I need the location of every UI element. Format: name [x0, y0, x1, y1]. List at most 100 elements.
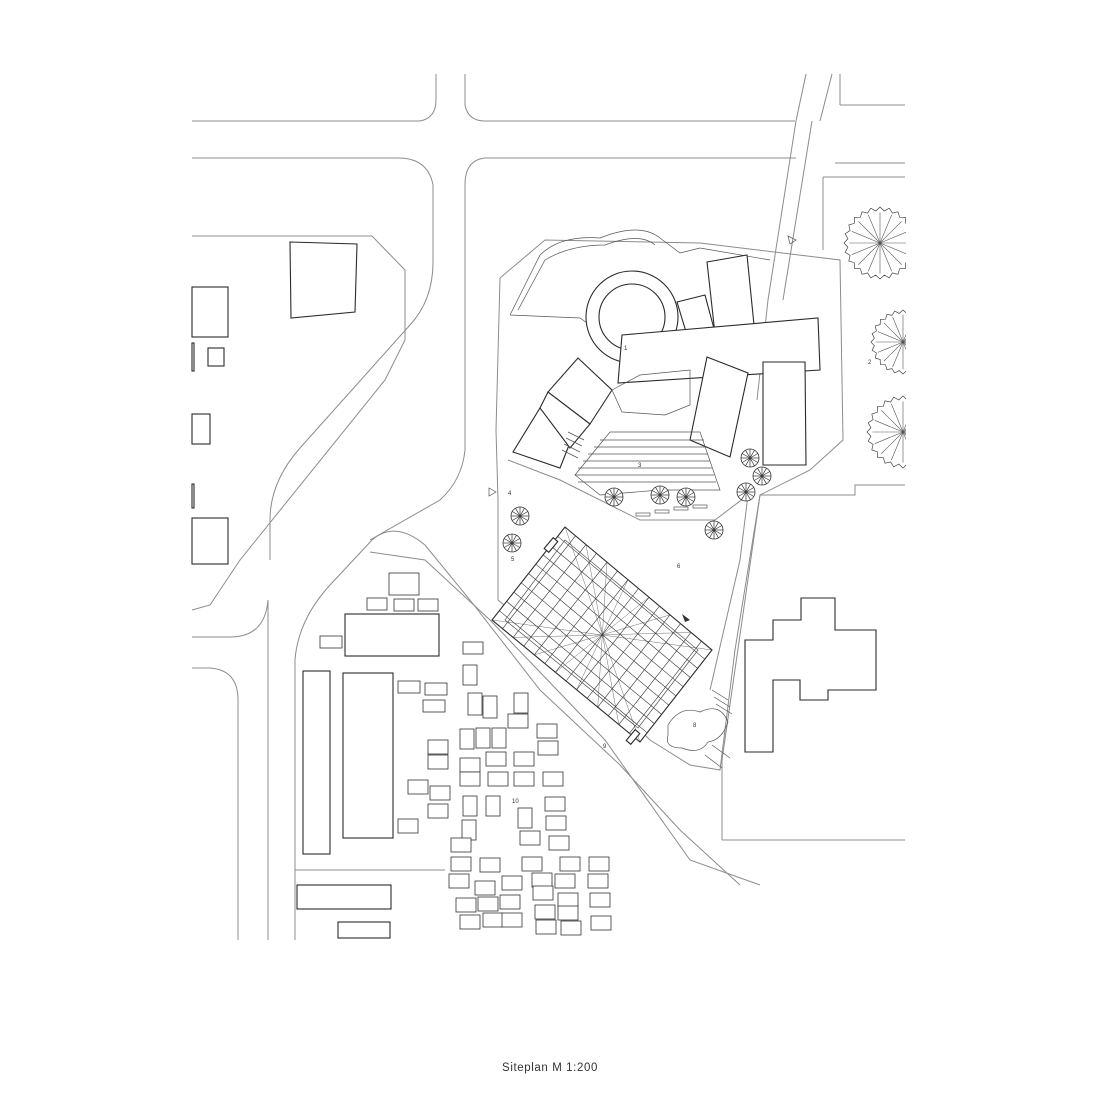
tree — [650, 485, 670, 505]
parked-car — [513, 692, 529, 714]
tree — [604, 487, 624, 507]
tree — [502, 533, 522, 553]
parked-car — [397, 818, 419, 834]
building-west-6 — [191, 517, 229, 565]
entry-marker-west — [488, 487, 497, 497]
parked-car — [422, 699, 446, 713]
parked-car — [461, 819, 477, 841]
parked-car — [462, 664, 478, 686]
building-west-5 — [191, 483, 195, 509]
wing-south-diag — [689, 356, 749, 458]
parked-car — [393, 598, 415, 612]
parked-car — [450, 856, 472, 872]
sculpture-garden — [666, 689, 733, 769]
parked-car — [507, 713, 529, 729]
label-6: 6 — [677, 564, 681, 570]
entry-marker-north — [787, 235, 797, 245]
street-top-right — [839, 74, 905, 106]
parking-building-large-2 — [302, 670, 331, 855]
wing-west-3 — [539, 391, 591, 449]
diagonal-avenue-east — [819, 73, 833, 122]
label-1: 1 — [624, 346, 628, 352]
east-block-lower — [721, 494, 905, 841]
sculpture-garden-lines — [704, 689, 733, 769]
tree — [752, 466, 772, 486]
street-right-of-west — [369, 157, 486, 541]
parked-car — [560, 920, 582, 936]
parked-car — [427, 754, 449, 770]
tree — [736, 482, 756, 502]
street-top-east-segment — [464, 74, 795, 122]
parked-car — [485, 751, 507, 767]
parked-car — [537, 740, 559, 756]
parked-car — [499, 894, 521, 910]
tree — [676, 487, 696, 507]
parked-car — [588, 856, 610, 872]
parked-car — [479, 857, 501, 873]
parked-car — [450, 837, 472, 853]
parked-car — [557, 892, 579, 908]
parked-car — [448, 873, 470, 889]
parked-car — [587, 873, 609, 889]
parking-building-low-1 — [296, 884, 392, 910]
parked-car — [531, 872, 553, 888]
pavilion-grid-lines — [491, 526, 713, 743]
parked-car — [424, 682, 448, 696]
staircase-west — [561, 431, 585, 459]
parked-car — [397, 680, 421, 694]
parked-car — [459, 757, 481, 773]
west-buildings — [191, 241, 358, 565]
parked-car — [557, 905, 579, 921]
street-top-north-edge — [192, 74, 437, 122]
parked-car — [407, 779, 429, 795]
west-inner-edge — [192, 599, 269, 940]
parked-car — [475, 727, 491, 749]
parked-car — [513, 771, 535, 787]
parked-car — [519, 830, 541, 846]
parked-car — [513, 751, 535, 767]
diagonal-avenue-long-e — [782, 120, 813, 301]
parked-car — [487, 771, 509, 787]
tree — [704, 520, 724, 540]
plaza-benches — [635, 504, 708, 517]
parked-car — [559, 856, 581, 872]
building-west-square — [289, 241, 358, 319]
parked-car — [589, 892, 611, 908]
parked-car — [459, 914, 481, 930]
parking-lot-inner — [369, 551, 761, 886]
parking-lot-boundary — [294, 530, 741, 940]
parked-car — [467, 692, 483, 716]
diagonal-avenue-west — [795, 73, 807, 122]
parked-car — [429, 785, 451, 801]
parked-car — [477, 896, 499, 912]
parked-car — [319, 635, 343, 649]
parked-car — [535, 919, 557, 935]
parked-car — [501, 912, 523, 928]
cursor-marker — [682, 614, 690, 622]
label-2: 2 — [868, 360, 872, 366]
museum-entry-court — [611, 369, 691, 416]
parked-car — [482, 912, 504, 928]
pavilion-pier-s — [625, 728, 641, 746]
sculpture-garden-outline — [666, 708, 729, 751]
street-top-south-right — [485, 157, 905, 164]
parked-car — [554, 873, 576, 889]
west-block-edge — [191, 235, 406, 611]
parked-car — [532, 885, 554, 901]
pavilion-inner-outline — [504, 539, 699, 729]
parked-car — [462, 795, 478, 817]
parked-car — [459, 728, 475, 750]
parked-car — [534, 904, 556, 920]
tree — [510, 506, 530, 526]
parked-car — [485, 795, 501, 817]
parked-car — [427, 803, 449, 819]
parked-car — [536, 723, 558, 739]
parking-building-large-1 — [344, 613, 440, 657]
parked-car — [462, 641, 484, 655]
plaza-inner-path — [507, 459, 749, 691]
siteplan-caption: Siteplan M 1:200 — [502, 1062, 598, 1074]
parked-car — [482, 695, 498, 719]
building-west-1 — [191, 286, 229, 338]
parked-car — [521, 856, 543, 872]
